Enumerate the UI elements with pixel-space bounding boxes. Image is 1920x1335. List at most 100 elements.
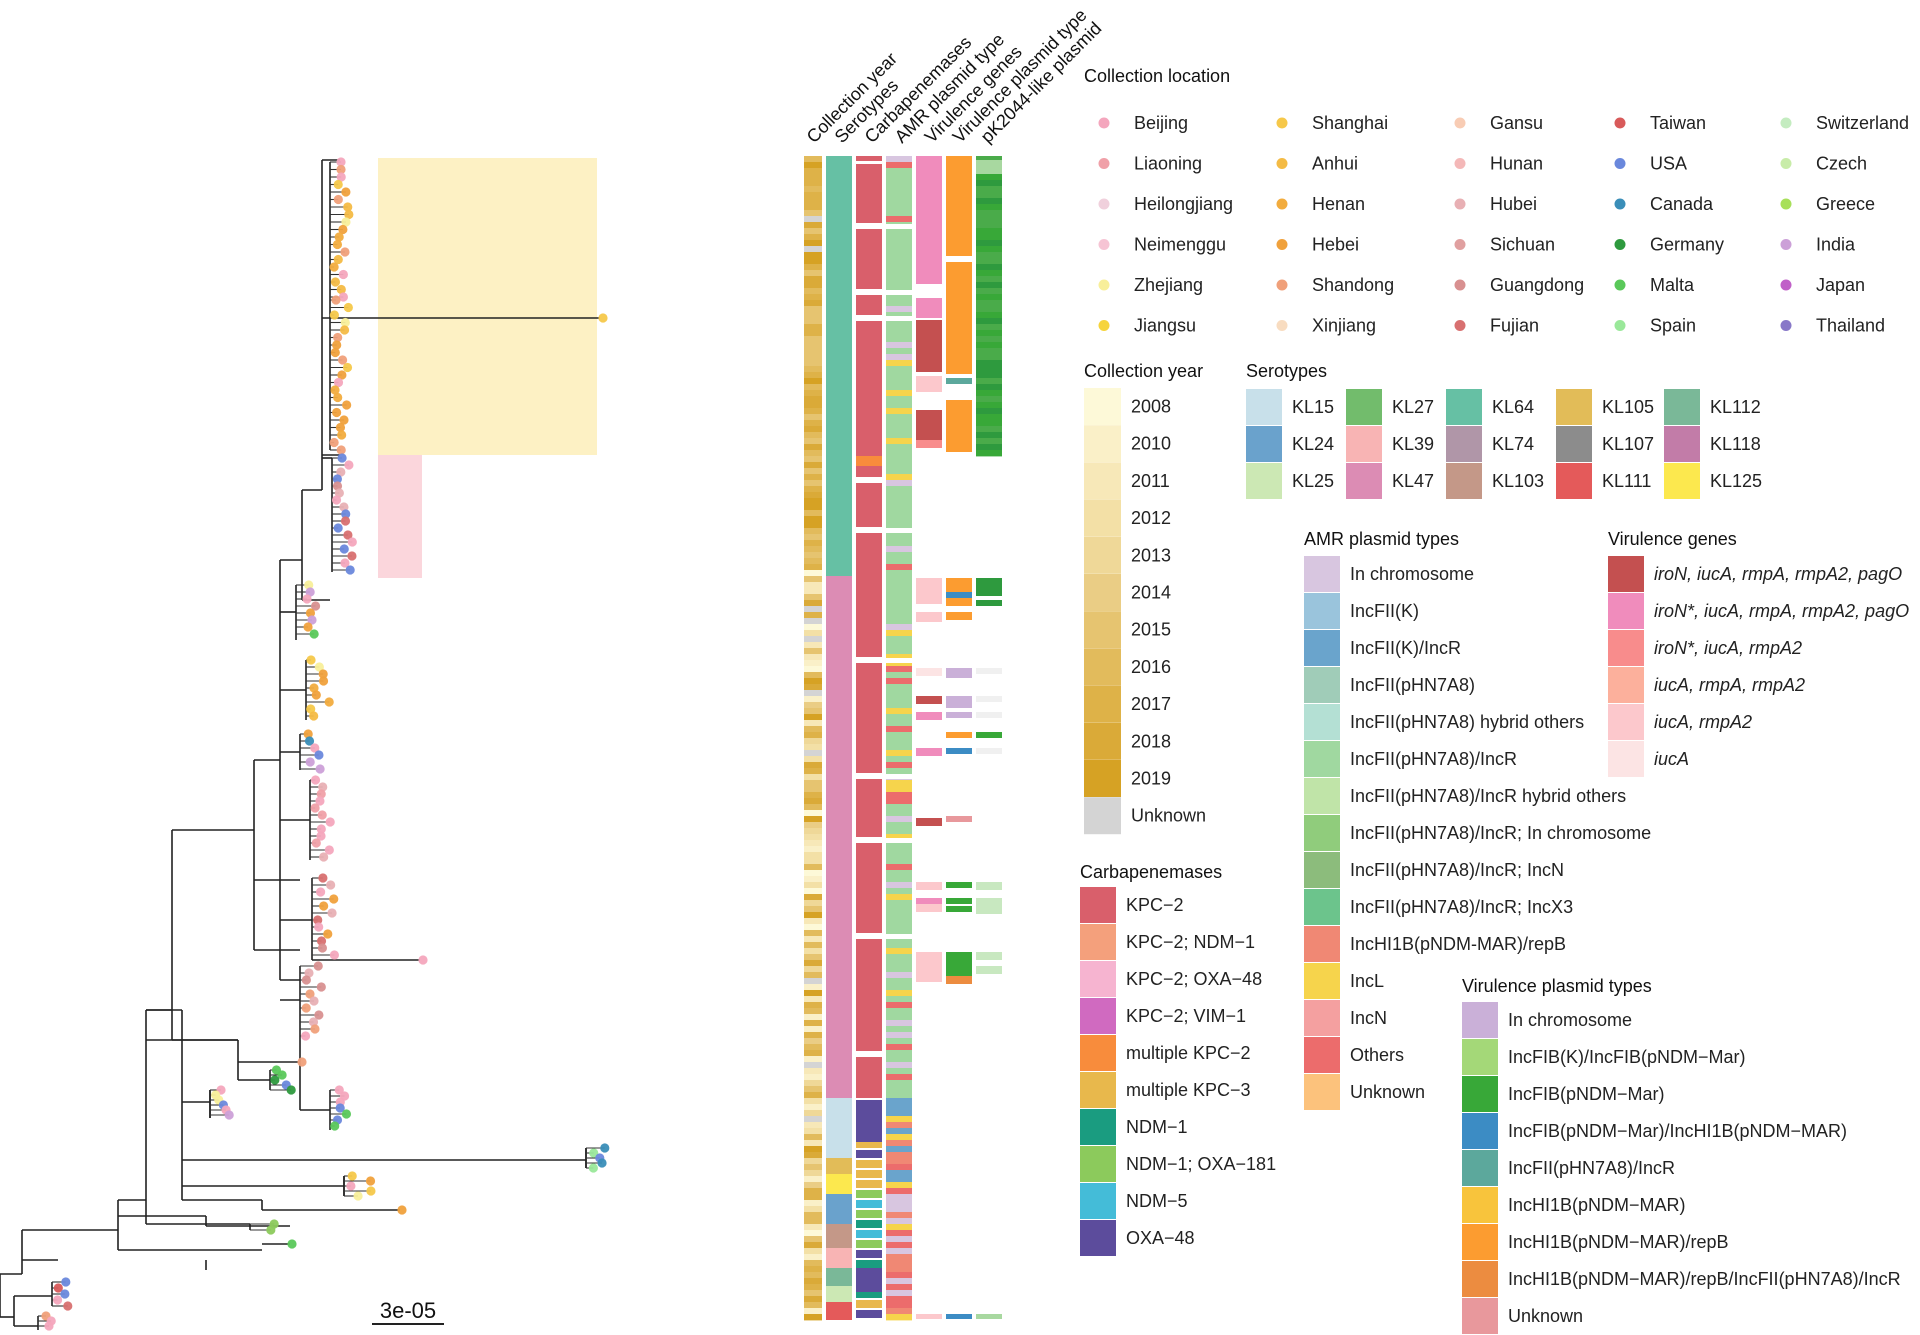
heatmap-amr-plasmid-cell — [886, 966, 912, 973]
heatmap-amr-plasmid-cell — [886, 174, 912, 181]
heatmap-amr-plasmid-cell — [886, 438, 912, 445]
tree-tip — [336, 164, 346, 175]
heatmap-amr-plasmid-cell — [886, 1014, 912, 1021]
serotype-swatch — [1246, 463, 1282, 499]
tree-tip — [304, 580, 314, 590]
amr-plasmid-label: IncFII(pHN7A8)/IncR; IncN — [1350, 860, 1564, 880]
tree-tip — [306, 704, 316, 714]
tree-tip — [315, 764, 325, 774]
heatmap-year-cell — [804, 606, 822, 613]
tree-tip — [333, 254, 343, 265]
tree-tip — [310, 1024, 320, 1034]
heatmap-pk2044-cell — [976, 668, 1002, 674]
tree-tip — [332, 239, 343, 250]
tree-tip — [313, 961, 323, 971]
heatmap-virulence-gene-cell — [916, 952, 942, 982]
heatmap-year-cell — [804, 936, 822, 943]
heatmap-year-cell — [804, 408, 822, 415]
location-dot — [1614, 117, 1626, 129]
location-label: Gansu — [1490, 113, 1543, 133]
legend-title-serotypes: Serotypes — [1246, 361, 1327, 381]
heatmap-amr-plasmid-cell — [886, 888, 912, 895]
tree-tip — [318, 676, 329, 686]
tree-tip — [344, 209, 354, 220]
heatmap-carbapenemase-cell — [856, 1290, 882, 1298]
heatmap-year-cell — [804, 1146, 822, 1153]
legend-title-collection-location: Collection location — [1084, 66, 1230, 86]
heatmap-pk2044-cell — [976, 348, 1002, 355]
heatmap-amr-plasmid-cell — [886, 348, 912, 355]
heatmap-pk2044-cell — [976, 748, 1002, 754]
heatmap-carbapenemase-cell — [856, 1200, 882, 1208]
year-label: 2013 — [1131, 545, 1171, 565]
location-dot — [1614, 198, 1626, 210]
year-swatch — [1084, 797, 1121, 835]
heatmap-year-cell — [804, 1158, 822, 1165]
heatmap-year-cell — [804, 1014, 822, 1021]
tree-tip — [310, 775, 321, 785]
heatmap-serotype-cell — [826, 1248, 852, 1268]
heatmap-amr-plasmid-cell — [886, 948, 912, 955]
tree-tip — [308, 1017, 319, 1027]
location-label: Japan — [1816, 275, 1865, 295]
heatmap-amr-plasmid-cell — [886, 876, 912, 883]
tree-tip — [329, 894, 339, 904]
heatmap-carbapenemase-cell — [856, 1057, 882, 1098]
amr-plasmid-label: IncFII(pHN7A8)/IncR — [1350, 749, 1517, 769]
heatmap-year-cell — [804, 576, 822, 583]
heatmap-gap — [886, 528, 912, 533]
location-dot — [1614, 239, 1626, 250]
heatmap-amr-plasmid-cell — [886, 1080, 912, 1087]
heatmap-year-cell — [804, 834, 822, 841]
heatmap-amr-plasmid-cell — [886, 858, 912, 865]
serotype-label: KL103 — [1492, 471, 1544, 491]
heatmap-amr-plasmid-cell — [886, 300, 912, 307]
legend-title-virulence-plasmid-types: Virulence plasmid types — [1462, 976, 1652, 996]
heatmap-year-cell — [804, 1176, 822, 1183]
heatmap-year-cell — [804, 1260, 822, 1267]
heatmap-virulence-gene-cell — [916, 578, 942, 604]
heatmap-year-cell — [804, 804, 822, 811]
heatmap-amr-plasmid-cell — [886, 708, 912, 715]
heatmap-virulence-plasmid-cell — [946, 1314, 972, 1319]
amr-plasmid-swatch — [1304, 1037, 1340, 1073]
heatmap-amr-plasmid-cell — [886, 1290, 912, 1297]
location-label: Greece — [1816, 194, 1875, 214]
heatmap-amr-plasmid-cell — [886, 456, 912, 463]
heatmap-year-cell — [804, 456, 822, 463]
heatmap-amr-plasmid-cell — [886, 912, 912, 919]
tree-tip — [329, 262, 339, 272]
heatmap-amr-plasmid-cell — [886, 330, 912, 337]
heatmap-pk2044-cell — [976, 324, 1002, 331]
amr-plasmid-swatch — [1304, 963, 1340, 999]
heatmap-pk2044-cell — [976, 276, 1002, 283]
heatmap-pk2044-cell — [976, 578, 1002, 596]
tree-tip — [340, 317, 350, 328]
year-swatch — [1084, 611, 1121, 649]
heatmap-amr-plasmid-cell — [886, 594, 912, 601]
heatmap-pk2044-cell — [976, 420, 1002, 427]
carbapenemase-swatch — [1080, 1072, 1116, 1108]
heatmap-amr-plasmid-cell — [886, 684, 912, 691]
year-label: 2017 — [1131, 694, 1171, 714]
carbapenemase-swatch — [1080, 1146, 1116, 1182]
heatmap-amr-plasmid-cell — [886, 432, 912, 439]
year-swatch — [1084, 722, 1121, 760]
heatmap-pk2044-cell — [976, 270, 1002, 277]
heatmap-pk2044-cell — [976, 384, 1002, 391]
heatmap-year-cell — [804, 366, 822, 373]
tree-tip — [597, 1158, 607, 1168]
heatmap-virulence-plasmid-cell — [946, 696, 972, 708]
location-dot — [1454, 320, 1466, 331]
heatmap-year-cell — [804, 1194, 822, 1201]
heatmap-amr-plasmid-cell — [886, 822, 912, 829]
heatmap-virulence-plasmid-cell — [946, 952, 972, 976]
heatmap-amr-plasmid-cell — [886, 1206, 912, 1213]
tree-tip — [330, 1121, 340, 1131]
heatmap-amr-plasmid-cell — [886, 846, 912, 853]
heatmap-year-cell — [804, 1056, 822, 1063]
tree-tip — [313, 915, 323, 925]
heatmap-pk2044-cell — [976, 306, 1002, 313]
location-dot — [1098, 239, 1110, 250]
